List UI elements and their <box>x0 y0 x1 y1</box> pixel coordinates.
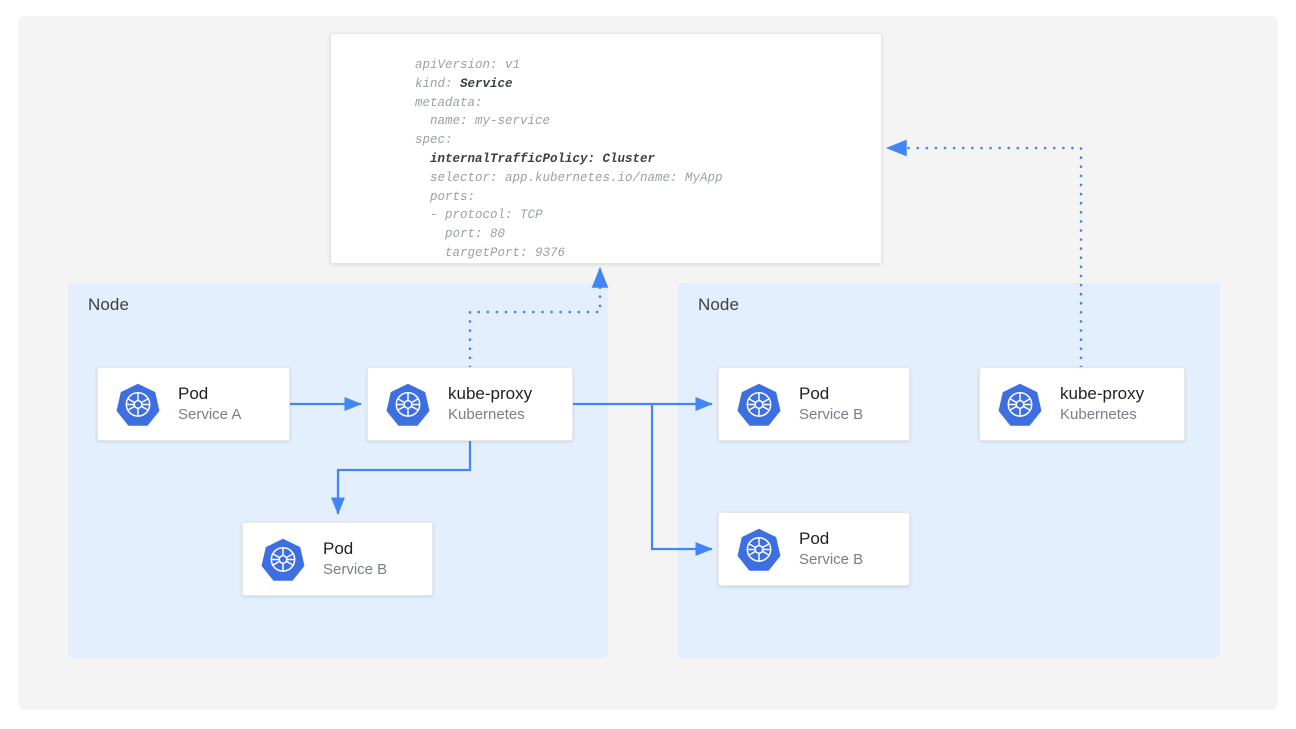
card-title: Pod <box>799 529 830 549</box>
kubernetes-icon <box>386 383 430 426</box>
kubernetes-icon <box>737 383 781 426</box>
card-title: Pod <box>799 384 830 404</box>
card-pod-service-b-remote-1[interactable]: Pod Service B <box>718 367 910 441</box>
card-pod-service-b-remote-2[interactable]: Pod Service B <box>718 512 910 586</box>
card-title: kube-proxy <box>448 384 533 404</box>
service-manifest-code: apiVersion: v1 kind: Service metadata: n… <box>415 58 723 260</box>
kubernetes-icon <box>737 528 781 571</box>
kubernetes-icon <box>261 538 305 581</box>
card-kube-proxy-right[interactable]: kube-proxy Kubernetes <box>979 367 1185 441</box>
card-subtitle: Service B <box>799 551 864 569</box>
kubernetes-icon <box>116 383 160 426</box>
card-subtitle: Kubernetes <box>448 406 525 424</box>
card-text: Pod Service B <box>323 539 387 579</box>
card-title: Pod <box>323 539 354 559</box>
card-subtitle: Kubernetes <box>1060 406 1137 424</box>
card-title: Pod <box>178 384 209 404</box>
card-pod-service-a[interactable]: Pod Service A <box>97 367 290 441</box>
card-text: Pod Service A <box>178 384 241 424</box>
node-group-right: Node <box>678 283 1220 658</box>
card-text: kube-proxy Kubernetes <box>1060 384 1144 424</box>
service-manifest-card: apiVersion: v1 kind: Service metadata: n… <box>330 33 882 264</box>
card-text: Pod Service B <box>799 384 863 424</box>
card-subtitle: Service B <box>799 406 864 424</box>
kubernetes-icon <box>998 383 1042 426</box>
node-group-left: Node <box>68 283 608 658</box>
card-kube-proxy-left[interactable]: kube-proxy Kubernetes <box>367 367 573 441</box>
card-text: kube-proxy Kubernetes <box>448 384 532 424</box>
card-pod-service-b-local[interactable]: Pod Service B <box>242 522 433 596</box>
node-label-left: Node <box>88 295 130 314</box>
card-title: kube-proxy <box>1060 384 1145 404</box>
card-subtitle: Service A <box>178 406 242 424</box>
card-subtitle: Service B <box>323 561 388 579</box>
node-label-right: Node <box>698 295 740 314</box>
card-text: Pod Service B <box>799 529 863 569</box>
